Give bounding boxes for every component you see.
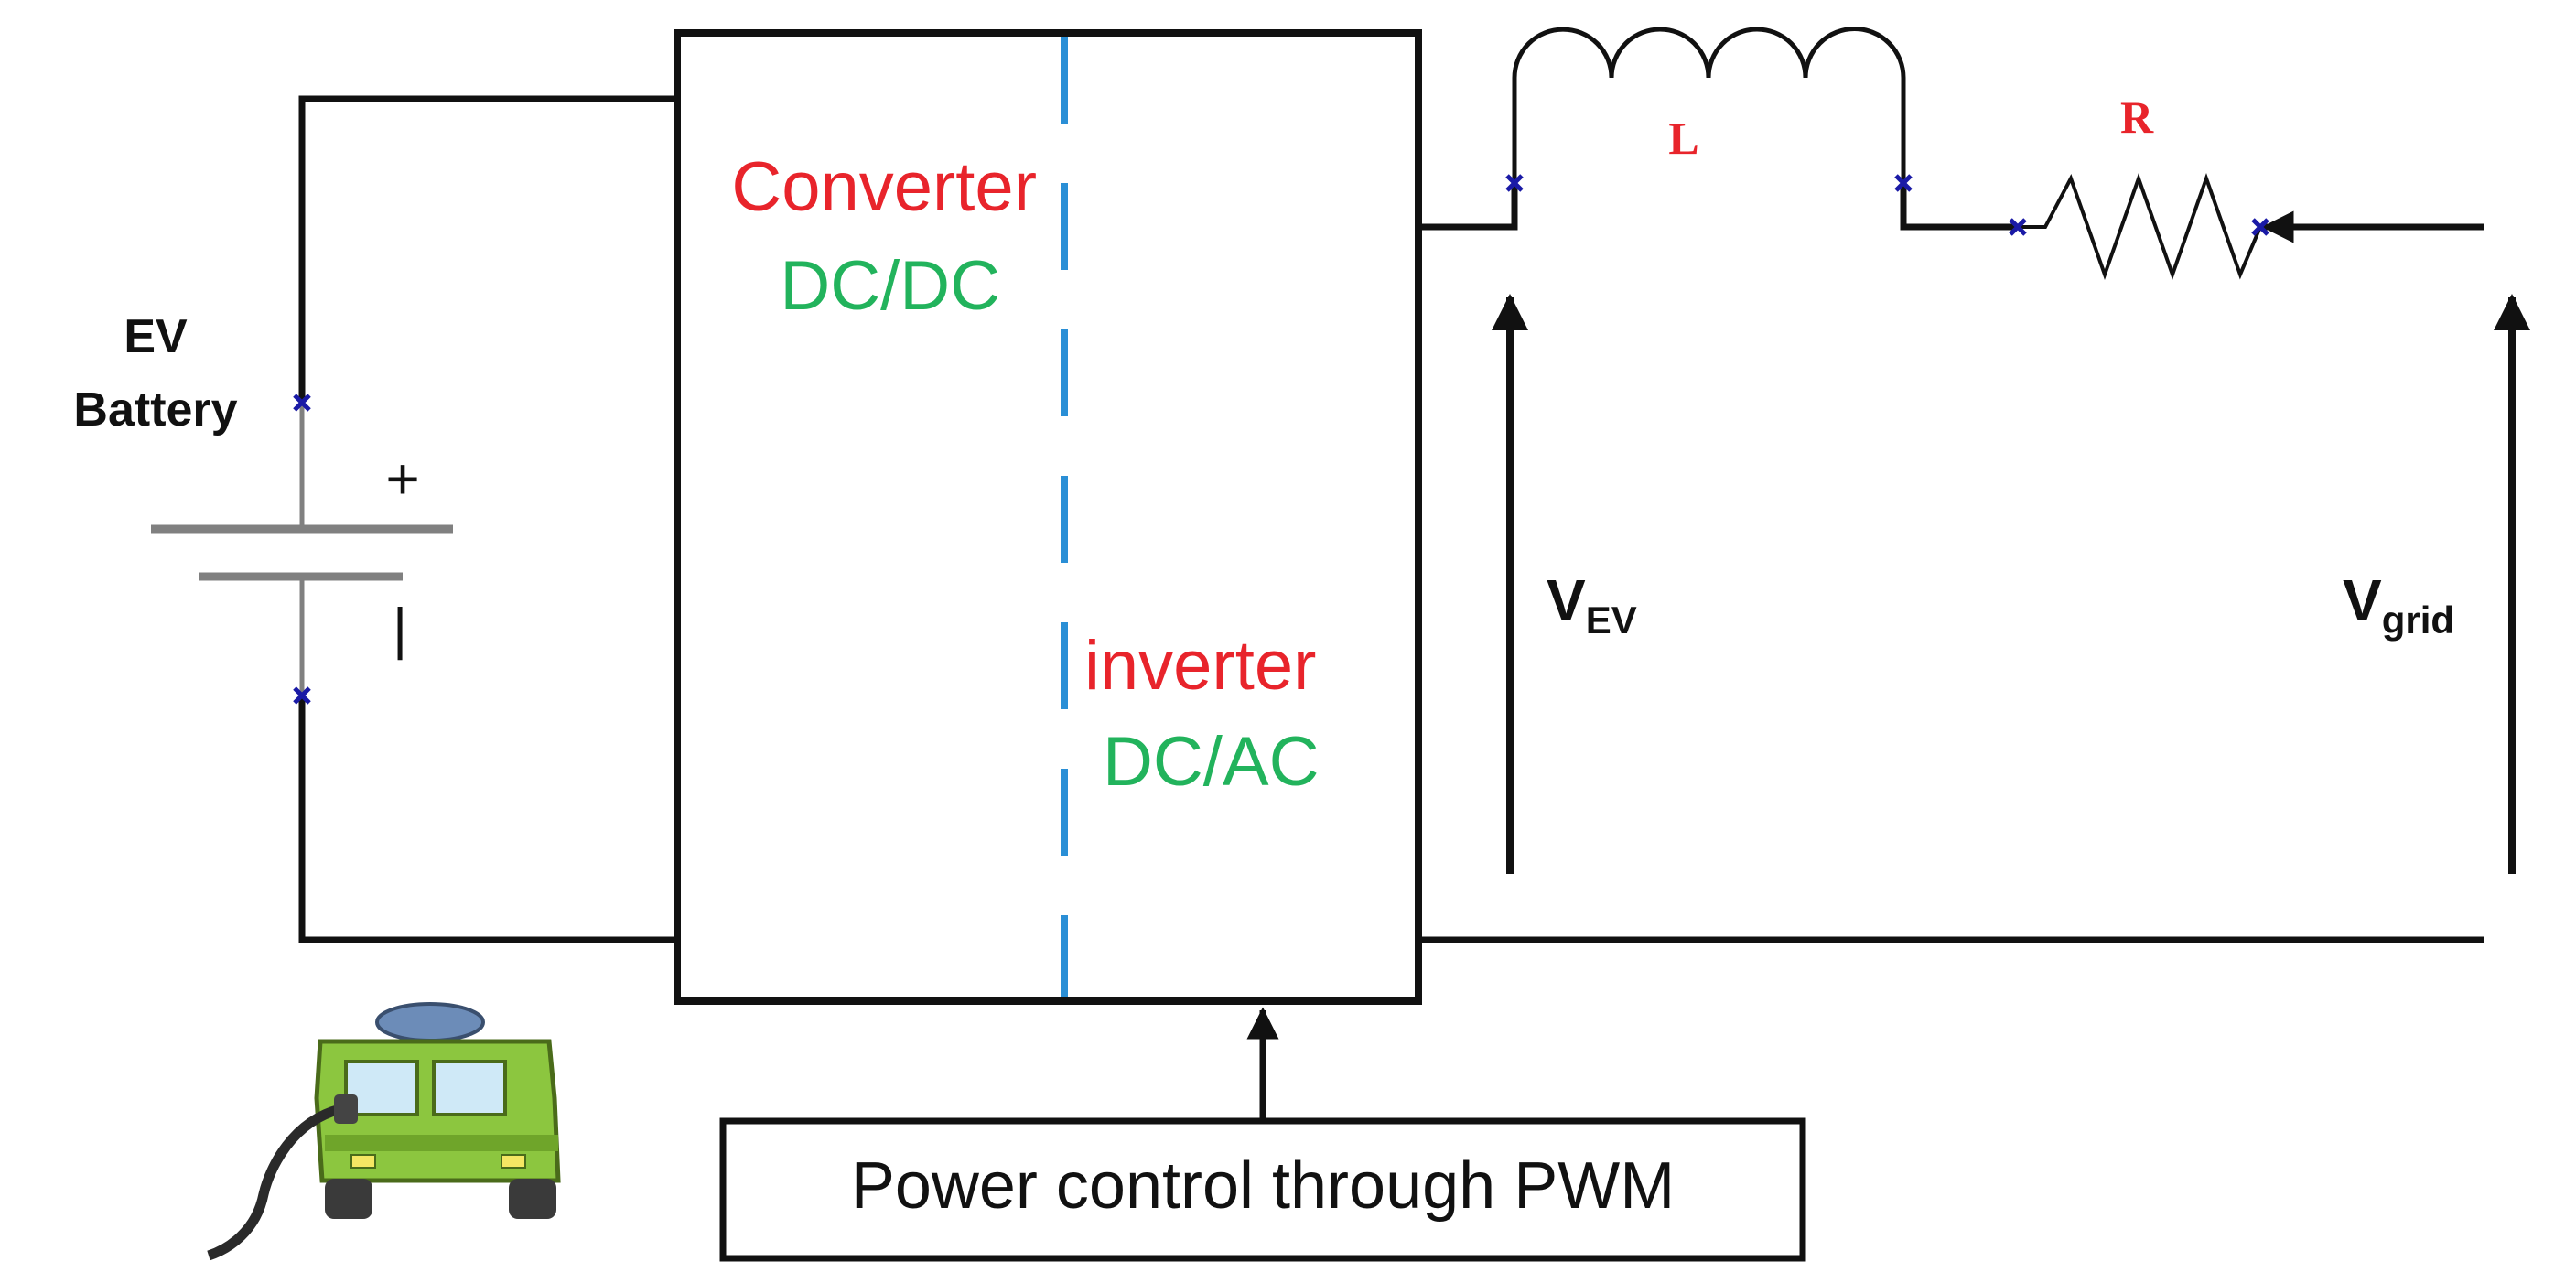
inverter-type-label: DC/AC [1103,723,1319,801]
grid-wiring [1418,183,2484,943]
inductor-coil [1512,27,1906,183]
converter-inverter-block [674,29,1422,1005]
battery-minus-sign: | [393,598,407,661]
battery-plus-sign: + [385,446,419,512]
battery-wiring [298,95,677,943]
converter-label: Converter [731,148,1037,226]
pwm-control-box [719,1117,1806,1262]
inductor-label: L [1668,113,1698,164]
ev-voltage-label: VEV [1547,567,1637,642]
converter-type-label: DC/DC [780,247,1000,325]
battery-symbol [151,403,453,695]
pwm-control-label: Power control through PWM [851,1149,1675,1223]
ev-voltage-subscript: EV [1586,598,1637,642]
grid-node-markers [1505,174,2269,236]
grid-voltage-label: Vgrid [2343,567,2454,642]
grid-voltage-main: V [2343,567,2382,633]
battery-label-line2: Battery [73,383,237,437]
resistor-label: R [2120,92,2154,143]
ev-voltage-main: V [1547,567,1586,633]
inverter-label: inverter [1084,627,1316,705]
battery-node-markers [293,394,311,705]
battery-label-line1: EV [124,310,188,363]
grid-voltage-subscript: grid [2382,598,2454,642]
resistor-zigzag [2018,172,2262,281]
electric-vehicle-icon [207,1002,561,1261]
